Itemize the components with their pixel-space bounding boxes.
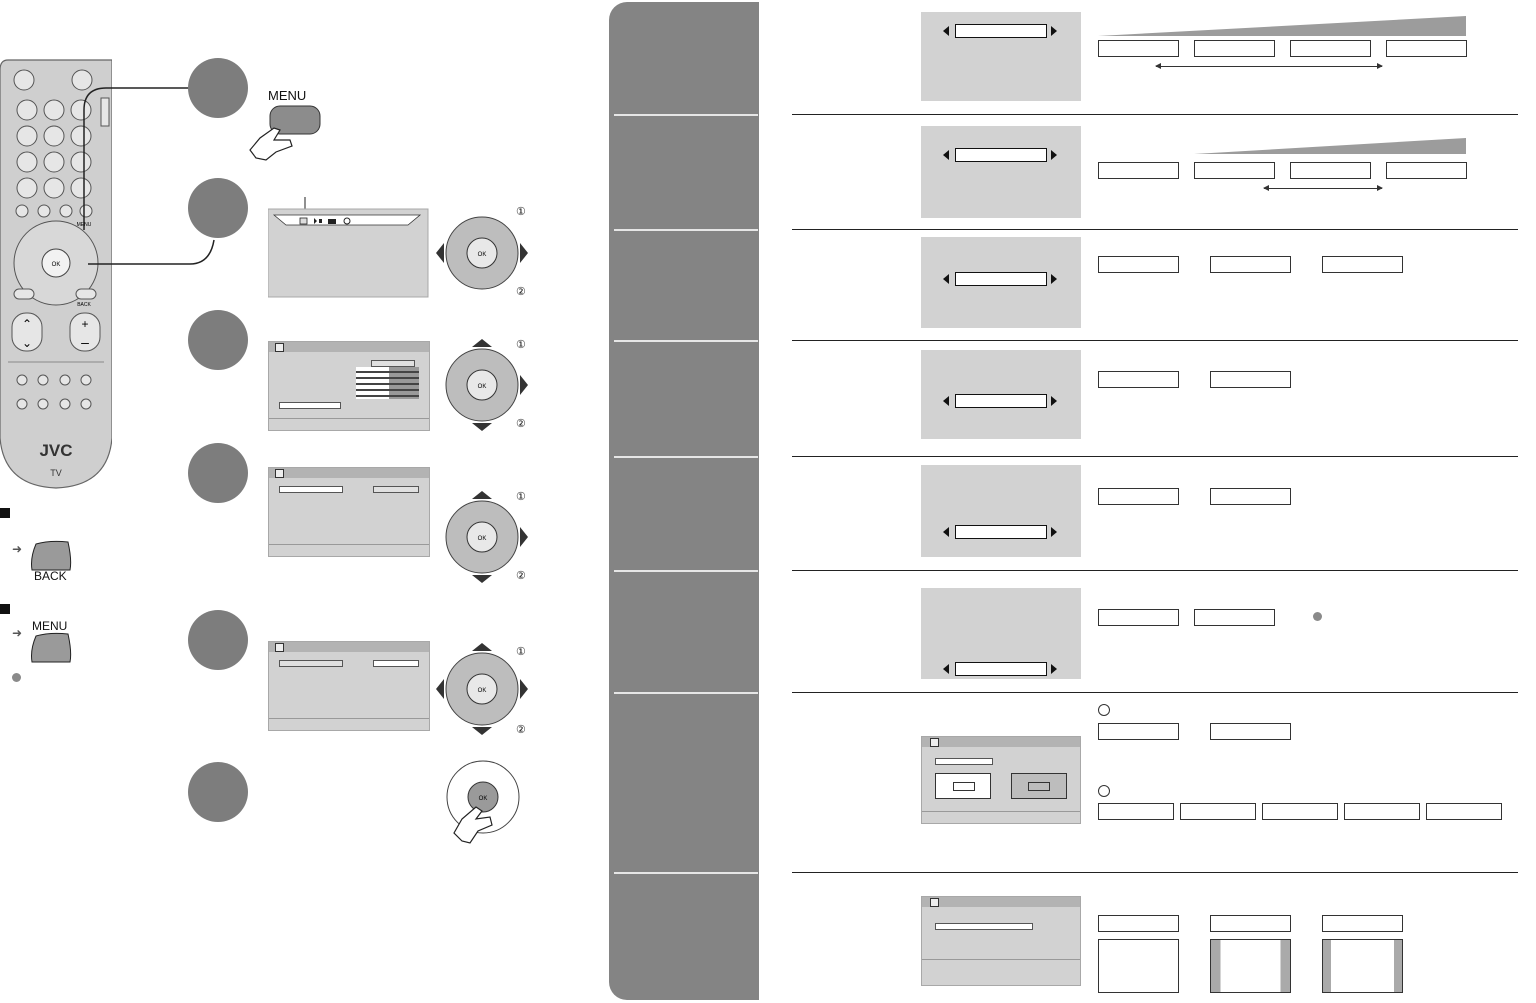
option-box [1426, 803, 1502, 820]
marker-1: ① [516, 206, 526, 218]
dpad-step2[interactable]: OK [432, 205, 532, 300]
option-box [1210, 488, 1291, 505]
level-wedge-1 [1098, 16, 1466, 36]
back-button[interactable] [28, 540, 74, 572]
option-box [1386, 40, 1467, 57]
marker-2: ② [516, 286, 526, 298]
option-selector-1[interactable] [955, 24, 1047, 38]
connector-lines [83, 87, 215, 265]
option-box [1194, 40, 1275, 57]
option-box [1098, 803, 1174, 820]
marker-2: ② [516, 724, 526, 736]
marker-1: ① [516, 491, 526, 503]
option-box [1290, 40, 1371, 57]
option-box [1098, 488, 1179, 505]
option-box [1344, 803, 1420, 820]
range-arrow [1263, 185, 1383, 191]
option-box [1098, 40, 1179, 57]
remote-back-label: BACK [77, 302, 91, 308]
remote-brand: JVC [39, 441, 72, 460]
step-circle-2 [188, 178, 248, 238]
range-arrow [1155, 63, 1383, 69]
ok-label: OK [478, 252, 487, 258]
marker-1: ① [516, 646, 526, 658]
option-box [1290, 162, 1371, 179]
svg-text:⌄: ⌄ [22, 336, 32, 350]
picture-submenu-screen [268, 467, 430, 557]
ok-label: OK [479, 796, 488, 802]
step-circle-6 [188, 762, 248, 822]
aspect-preview-sidebars [1210, 939, 1291, 993]
note-bullet [12, 673, 21, 682]
svg-text:+: + [81, 317, 88, 331]
ok-label: OK [478, 688, 487, 694]
note-bullet [1313, 612, 1322, 621]
step-circle-3 [188, 310, 248, 370]
step-circle-4 [188, 443, 248, 503]
dpad-step3[interactable]: OK [432, 335, 532, 433]
note-marker-back [0, 508, 10, 518]
option-selector-5[interactable] [955, 525, 1047, 539]
ok-label: OK [478, 536, 487, 542]
ok-label: OK [478, 384, 487, 390]
option-box [1098, 371, 1179, 388]
menu-note-label: MENU [32, 619, 68, 633]
level-wedge-2 [1194, 138, 1466, 154]
option-box [1322, 256, 1403, 273]
aspect-preview-zoom [1322, 939, 1403, 993]
option-box [1098, 256, 1179, 273]
settings-side-panel [609, 2, 759, 1000]
setting-adjust-screen [268, 641, 430, 731]
option-selector-4[interactable] [955, 394, 1047, 408]
step-circle-1 [188, 58, 248, 118]
option-screen-8 [921, 896, 1081, 986]
option-box [1194, 162, 1275, 179]
option-box [1210, 915, 1291, 932]
option-box [1180, 803, 1256, 820]
picture-menu-screen [268, 341, 430, 431]
option-screen-7 [921, 736, 1081, 824]
option-box [1386, 162, 1467, 179]
picture-icon [275, 343, 284, 352]
option-selector-3[interactable] [955, 272, 1047, 286]
picture-icon [930, 898, 939, 907]
dpad-step5[interactable]: OK [432, 640, 532, 738]
option-box [1210, 723, 1291, 740]
note-marker-menu [0, 604, 10, 614]
svg-text:⌃: ⌃ [22, 317, 32, 331]
remote-ok-label: OK [52, 262, 61, 268]
option-screen-2 [921, 126, 1081, 218]
picture-icon [275, 469, 284, 478]
menu-button-label: MENU [268, 88, 307, 103]
marker-2: ② [516, 570, 526, 582]
picture-icon [930, 738, 939, 747]
option-box [1098, 162, 1179, 179]
menu-note-button[interactable] [28, 632, 74, 664]
step-circle-5 [188, 610, 248, 670]
aspect-preview-full [1098, 939, 1179, 993]
menu-button[interactable] [246, 100, 326, 170]
option-box [1210, 371, 1291, 388]
dpad-step6-ok[interactable]: OK [440, 755, 530, 850]
option-selector-6[interactable] [955, 662, 1047, 676]
option-selector-2[interactable] [955, 148, 1047, 162]
option-box [1098, 723, 1179, 740]
option-box [1194, 609, 1275, 626]
option-box [1098, 609, 1179, 626]
marker-1: ① [516, 339, 526, 351]
svg-text:–: – [81, 334, 89, 350]
main-menu-screen [268, 197, 429, 298]
option-box [1262, 803, 1338, 820]
dpad-step4[interactable]: OK [432, 487, 532, 585]
option-screen-5 [921, 465, 1081, 557]
picture-icon [275, 643, 284, 652]
option-box [1322, 915, 1403, 932]
remote-tv-label: TV [50, 468, 62, 478]
option-box [1098, 915, 1179, 932]
option-box [1210, 256, 1291, 273]
marker-2: ② [516, 418, 526, 430]
back-button-label: BACK [34, 569, 67, 583]
condition-marker-a [1098, 704, 1110, 716]
condition-marker-b [1098, 785, 1110, 797]
